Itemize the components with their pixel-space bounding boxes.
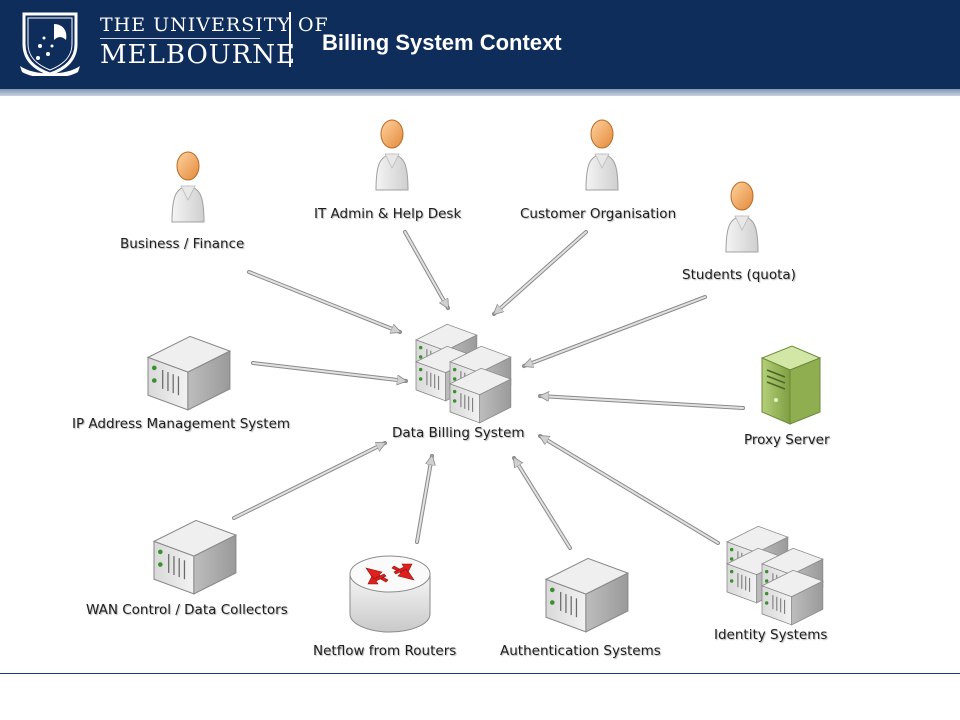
edge-students — [522, 295, 707, 368]
node-label-wan-control: WAN Control / Data Collectors — [86, 602, 288, 618]
tower-server-icon — [760, 345, 822, 425]
server-icon — [153, 519, 237, 595]
server-icon — [147, 335, 231, 411]
server-cluster-icon — [415, 323, 512, 424]
person-icon — [585, 119, 619, 191]
university-name-rule — [100, 38, 260, 39]
edge-ip-address-mgmt — [251, 361, 408, 381]
node-label-it-admin: IT Admin & Help Desk — [314, 206, 462, 222]
node-label-business-finance: Business / Finance — [120, 236, 245, 252]
header-bar: THE UNIVERSITY OF MELBOURNE Billing Syst… — [0, 0, 960, 89]
server-cluster-icon — [726, 525, 824, 626]
person-icon — [171, 151, 205, 223]
edge-arrows — [232, 230, 745, 550]
edge-customer-org — [492, 230, 588, 316]
billing-context-diagram: Business / Finance IT Admin & Help Desk … — [0, 96, 960, 670]
university-crest-icon — [20, 12, 80, 76]
university-name-line1: THE UNIVERSITY OF — [100, 14, 329, 36]
node-label-identity: Identity Systems — [714, 627, 828, 643]
edge-identity — [538, 434, 720, 545]
node-label-netflow: Netflow from Routers — [313, 643, 457, 659]
header-divider — [289, 12, 291, 67]
person-icon — [725, 181, 759, 253]
server-icon — [545, 557, 629, 633]
router-icon — [349, 555, 431, 633]
node-label-authentication: Authentication Systems — [500, 643, 661, 659]
diagram-canvas — [147, 119, 824, 633]
edge-business-finance — [247, 270, 402, 334]
node-label-ip-address-mgmt: IP Address Management System — [72, 416, 291, 432]
university-name-line2: MELBOURNE — [100, 40, 296, 70]
page-title: Billing System Context — [322, 30, 562, 55]
node-label-data-billing-system: Data Billing System — [392, 425, 525, 441]
edge-netflow — [415, 454, 432, 544]
footer-rule — [0, 673, 960, 674]
node-label-students: Students (quota) — [682, 267, 796, 283]
edge-authentication — [512, 456, 572, 550]
node-label-customer-org: Customer Organisation — [520, 206, 677, 222]
edge-wan-control — [232, 441, 387, 520]
node-label-proxy-server: Proxy Server — [744, 432, 830, 448]
header-stripe — [0, 89, 960, 96]
person-icon — [375, 119, 409, 191]
edge-it-admin — [403, 230, 450, 310]
edge-proxy-server — [538, 396, 745, 410]
